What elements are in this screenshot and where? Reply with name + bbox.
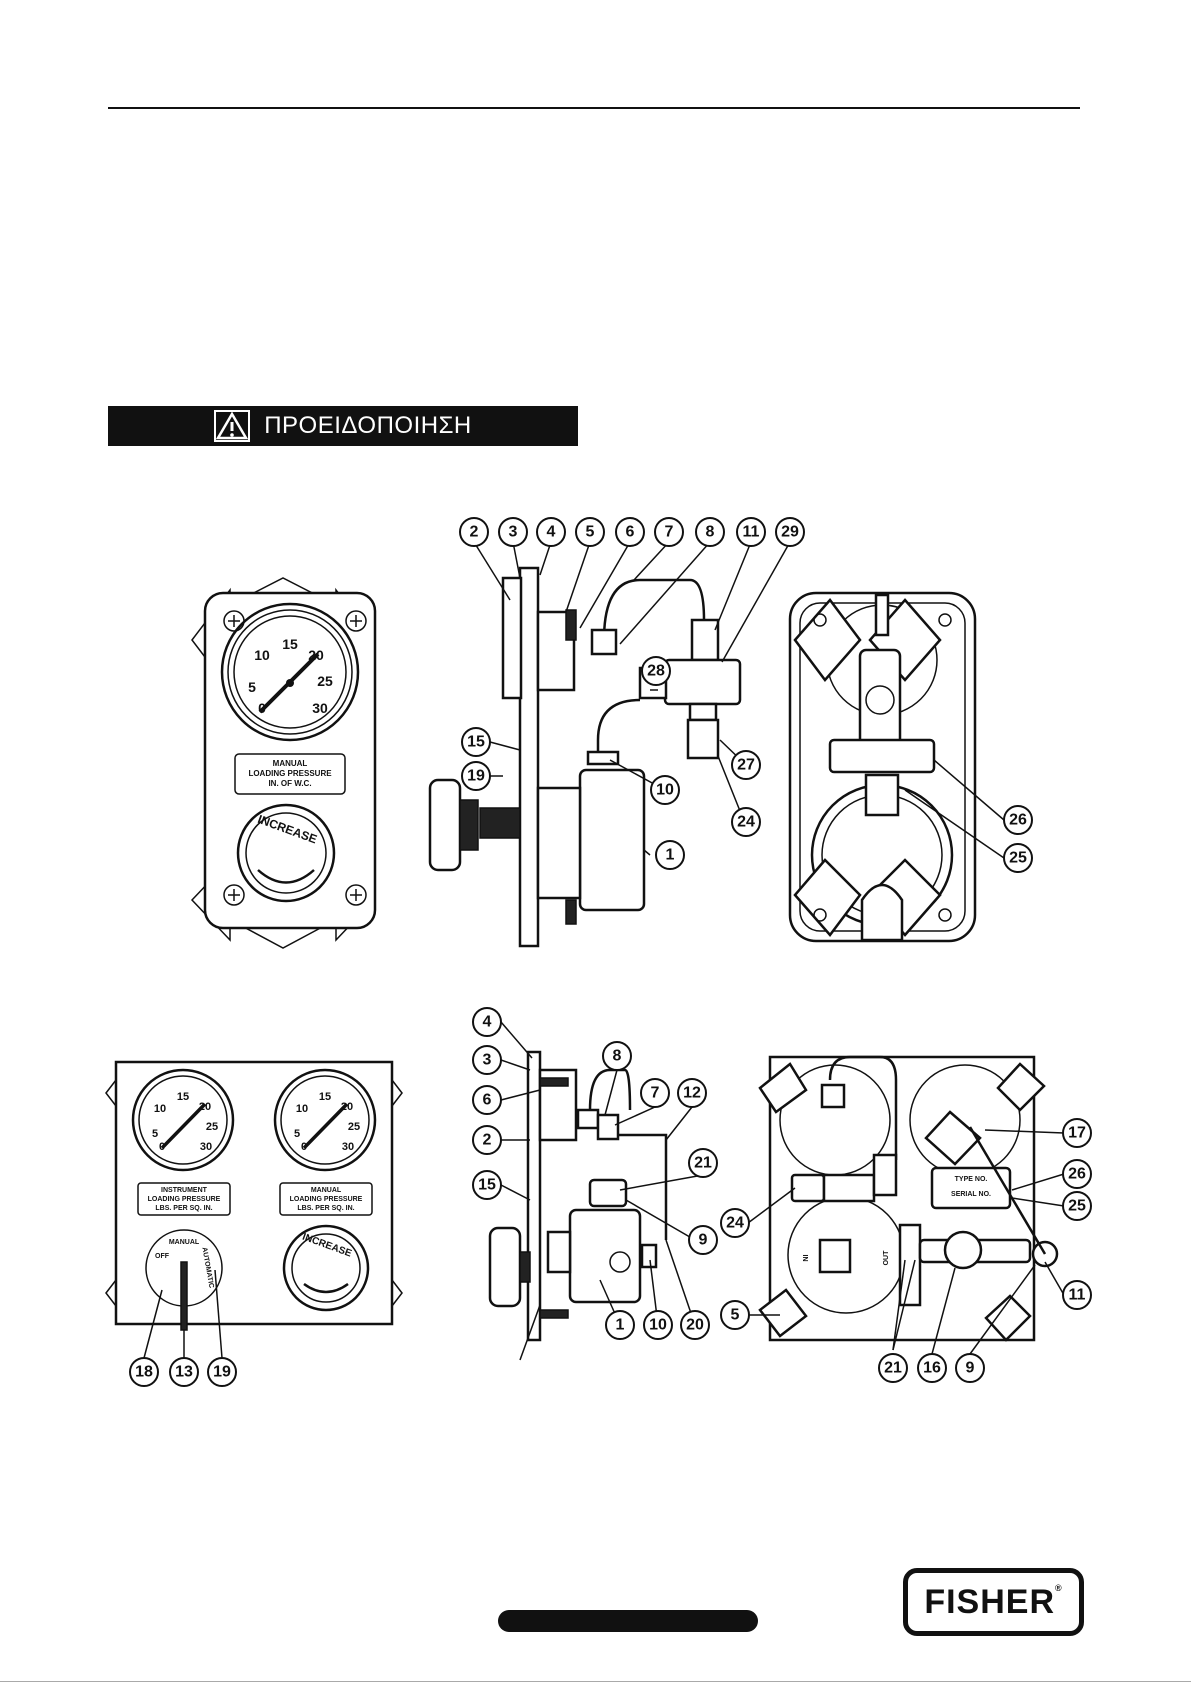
callout-7: 7 <box>651 1085 660 1102</box>
callout-19: 19 <box>467 768 485 785</box>
plate-line: LBS. PER SQ. IN. <box>297 1205 354 1212</box>
plate-line: MANUAL <box>273 759 308 768</box>
front-callouts-bottom: 18 13 19 <box>129 1269 237 1387</box>
callout-6: 6 <box>626 524 635 541</box>
back-callouts-top: 26 25 <box>904 759 1033 873</box>
callout-21: 21 <box>694 1155 712 1172</box>
warning-banner: ΠΡΟΕΙΔΟΠΟΙΗΣΗ <box>108 406 578 446</box>
right-gauge-needle <box>302 1102 349 1150</box>
back-view-dual: TYPE NO. SERIAL NO. IN OUT <box>758 1055 1059 1342</box>
callout-25: 25 <box>1009 850 1027 867</box>
callout-25: 25 <box>1068 1198 1086 1215</box>
callout-1: 1 <box>616 1317 625 1334</box>
callout-27: 27 <box>737 757 755 774</box>
callout-18: 18 <box>135 1364 153 1381</box>
front-panel-dual: 5 10 15 20 25 30 0 5 10 15 20 25 30 0 IN… <box>105 1060 403 1331</box>
callout-2: 2 <box>470 524 479 541</box>
callout-9: 9 <box>699 1232 708 1249</box>
warning-triangle-icon <box>214 410 251 442</box>
scale-label: 10 <box>296 1103 308 1115</box>
callout-15: 15 <box>467 734 485 751</box>
front-panel-single: 5 10 15 20 25 30 0 MANUAL LOADING PRESSU… <box>190 577 377 949</box>
scale-label: 5 <box>152 1128 158 1140</box>
callout-3: 3 <box>509 524 518 541</box>
callout-20: 20 <box>686 1317 704 1334</box>
callout-11: 11 <box>1069 1287 1086 1304</box>
plate-line: MANUAL <box>311 1187 342 1194</box>
logo-text: FISHER <box>924 1582 1056 1621</box>
callout-2: 2 <box>483 1132 492 1149</box>
plate-line: LBS. PER SQ. IN. <box>155 1205 212 1212</box>
plate-line: LOADING PRESSURE <box>248 769 332 778</box>
callout-24: 24 <box>737 814 755 831</box>
side-callouts-bottom: 4 3 6 2 15 8 7 12 21 9 1 10 20 <box>472 1007 718 1340</box>
scale-label: 15 <box>177 1091 189 1103</box>
callout-5: 5 <box>586 524 595 541</box>
scale-label: 30 <box>342 1141 354 1153</box>
left-gauge-needle <box>160 1102 207 1150</box>
callout-15: 15 <box>478 1177 496 1194</box>
scale-label: 10 <box>154 1103 166 1115</box>
scale-label: 15 <box>282 636 298 652</box>
scale-label: 20 <box>341 1101 353 1113</box>
port-label: OUT <box>883 1250 890 1266</box>
callout-1: 1 <box>666 847 675 864</box>
scale-label: 5 <box>248 679 256 695</box>
callout-12: 12 <box>683 1085 701 1102</box>
scale-label: 25 <box>317 673 333 689</box>
back-view-single <box>788 591 977 943</box>
callout-3: 3 <box>483 1052 492 1069</box>
header-rule <box>108 107 1080 109</box>
port-label: IN <box>801 1255 808 1262</box>
callout-9: 9 <box>966 1360 975 1377</box>
plate-line: LOADING PRESSURE <box>148 1196 221 1203</box>
scale-label: 25 <box>206 1121 218 1133</box>
callout-21: 21 <box>884 1360 902 1377</box>
scale-label: 20 <box>199 1101 211 1113</box>
callout-11: 11 <box>743 524 760 541</box>
side-callouts-top: 2 3 4 5 6 7 8 11 29 28 15 19 10 27 24 1 <box>459 517 805 870</box>
footer-rule <box>0 1681 1191 1682</box>
plate-line: LOADING PRESSURE <box>290 1196 363 1203</box>
callout-5: 5 <box>731 1307 740 1324</box>
callout-7: 7 <box>665 524 674 541</box>
callout-29: 29 <box>781 524 799 541</box>
switch-label: OFF <box>155 1253 170 1260</box>
callout-4: 4 <box>483 1014 492 1031</box>
plate-line: INSTRUMENT <box>161 1187 208 1194</box>
plate-line: IN. OF W.C. <box>268 779 311 788</box>
footer-pill <box>498 1610 758 1632</box>
callout-16: 16 <box>923 1360 941 1377</box>
scale-label: 5 <box>294 1128 300 1140</box>
callout-6: 6 <box>483 1092 492 1109</box>
scale-label: 30 <box>312 700 328 716</box>
callout-26: 26 <box>1009 812 1027 829</box>
callout-26: 26 <box>1068 1166 1086 1183</box>
scale-label: 10 <box>254 647 270 663</box>
callout-28: 28 <box>647 663 665 680</box>
plate-line: SERIAL NO. <box>951 1191 991 1198</box>
fisher-logo: FISHER® <box>903 1568 1084 1636</box>
warning-label: ΠΡΟΕΙΔΟΠΟΙΗΣΗ <box>264 412 472 439</box>
side-view-dual <box>488 1050 668 1361</box>
callout-24: 24 <box>726 1215 744 1232</box>
callout-8: 8 <box>613 1048 622 1065</box>
callout-19: 19 <box>213 1364 231 1381</box>
back-callouts-bottom: 17 26 25 24 11 5 21 16 9 <box>720 1118 1092 1383</box>
plate-line: TYPE NO. <box>955 1176 988 1183</box>
callout-10: 10 <box>649 1317 667 1334</box>
scale-label: 30 <box>200 1141 212 1153</box>
callout-13: 13 <box>175 1364 193 1381</box>
callout-4: 4 <box>547 524 556 541</box>
scale-label: 15 <box>319 1091 331 1103</box>
left-gauge-scale: 5 10 15 20 25 30 0 <box>152 1091 218 1153</box>
scale-label: 25 <box>348 1121 360 1133</box>
callout-17: 17 <box>1068 1125 1086 1142</box>
callout-8: 8 <box>706 524 715 541</box>
switch-label: MANUAL <box>169 1239 200 1246</box>
callout-10: 10 <box>656 782 674 799</box>
registered-mark: ® <box>1055 1582 1063 1593</box>
